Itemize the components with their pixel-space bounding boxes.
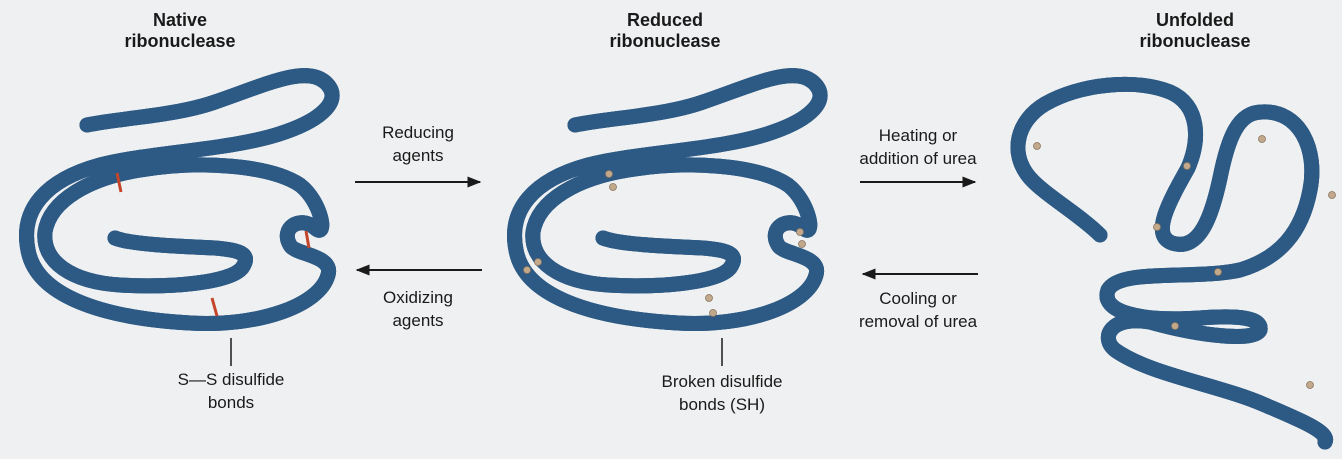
sulfhydryl-dot <box>1034 143 1041 150</box>
sulfhydryl-dot <box>524 267 531 274</box>
sulfhydryl-dot <box>1154 224 1161 231</box>
cooling-label: Cooling or removal of urea <box>818 287 1018 333</box>
native-protein-chain <box>27 76 333 324</box>
sulfhydryl-dot <box>1215 269 1222 276</box>
broken-disulfide-label: Broken disulfide bonds (SH) <box>622 370 822 416</box>
sulfhydryl-dot <box>797 229 804 236</box>
sulfhydryl-dot <box>1307 382 1314 389</box>
reduced-protein-chain <box>515 76 821 324</box>
oxidizing-agents-label: Oxidizing agents <box>318 286 518 332</box>
sulfhydryl-dot <box>710 310 717 317</box>
disulfide-bond <box>306 231 309 248</box>
reduced-title: Reduced ribonuclease <box>555 10 775 52</box>
heating-label: Heating or addition of urea <box>818 124 1018 170</box>
sulfhydryl-dot <box>799 241 806 248</box>
unfolded-title: Unfolded ribonuclease <box>1070 10 1320 52</box>
native-title: Native ribonuclease <box>70 10 290 52</box>
sulfhydryl-dot <box>1172 323 1179 330</box>
sulfhydryl-dot <box>1184 163 1191 170</box>
sulfhydryl-dot <box>535 259 542 266</box>
sulfhydryl-dot <box>1259 136 1266 143</box>
sulfhydryl-dot <box>706 295 713 302</box>
unfolded-protein-chain <box>1018 84 1326 442</box>
reducing-agents-label: Reducing agents <box>318 121 518 167</box>
sulfhydryl-dot <box>610 184 617 191</box>
disulfide-bonds-label: S—S disulfide bonds <box>131 368 331 414</box>
sulfhydryl-dot <box>1329 192 1336 199</box>
sulfhydryl-dot <box>606 171 613 178</box>
disulfide-bond <box>212 298 217 316</box>
